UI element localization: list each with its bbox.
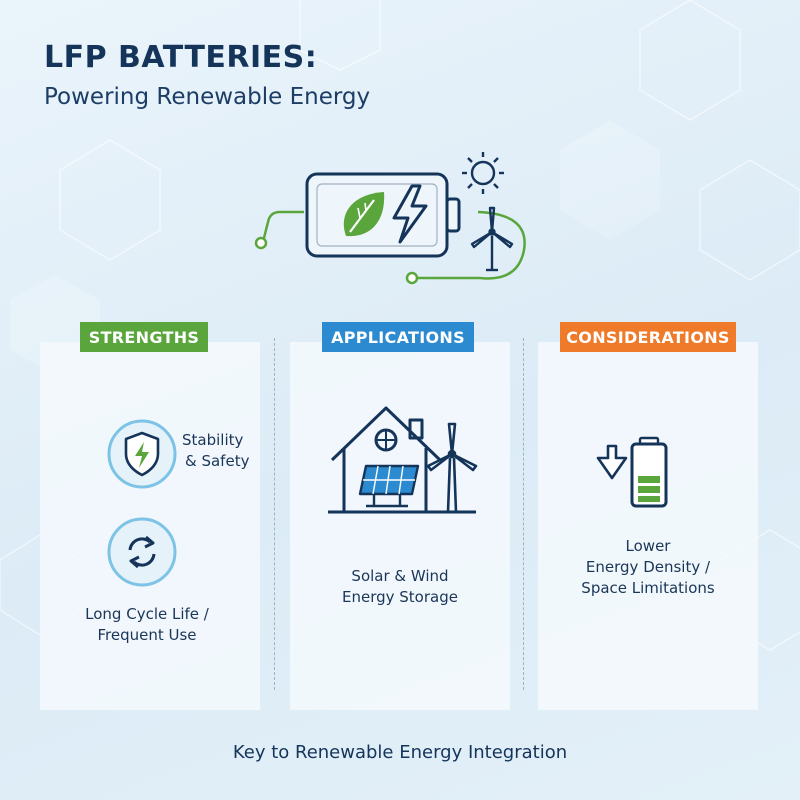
strength-1-line-1: Stability xyxy=(182,431,244,449)
shield-bolt-icon xyxy=(107,419,177,489)
cycle-arrows-icon xyxy=(107,517,177,587)
strength-2-line-1: Long Cycle Life / xyxy=(85,605,209,623)
battery-hero-illustration xyxy=(254,152,526,285)
applications-badge: APPLICATIONS xyxy=(322,322,474,352)
footer-tagline: Key to Renewable Energy Integration xyxy=(232,742,568,763)
strengths-badge: STRENGTHS xyxy=(80,322,208,352)
strength-1-line-2: & Safety xyxy=(185,452,250,470)
column-divider xyxy=(274,338,275,690)
house-solar-wind-icon xyxy=(328,406,478,514)
left-wire xyxy=(262,210,304,239)
applications-panel xyxy=(290,342,510,710)
low-battery-density-icon xyxy=(596,436,668,508)
page-title: LFP BATTERIES: xyxy=(44,40,318,75)
page-subtitle: Powering Renewable Energy xyxy=(44,84,371,110)
right-wire xyxy=(416,210,526,280)
considerations-panel xyxy=(538,342,758,710)
battery-level-icon xyxy=(630,436,668,508)
column-divider xyxy=(523,338,524,690)
application-line-2: Energy Storage xyxy=(342,588,458,606)
strength-2-line-2: Frequent Use xyxy=(97,626,197,644)
down-arrow-icon xyxy=(596,444,628,480)
wind-turbine-icon xyxy=(470,206,514,272)
considerations-badge: CONSIDERATIONS xyxy=(560,322,736,352)
consideration-line-1: Lower xyxy=(625,537,671,555)
lightning-icon xyxy=(392,184,428,244)
sun-icon xyxy=(462,152,504,194)
application-line-1: Solar & Wind xyxy=(351,567,449,585)
consideration-line-3: Space Limitations xyxy=(581,579,715,597)
leaf-icon xyxy=(343,192,385,237)
consideration-line-2: Energy Density / xyxy=(585,558,711,576)
